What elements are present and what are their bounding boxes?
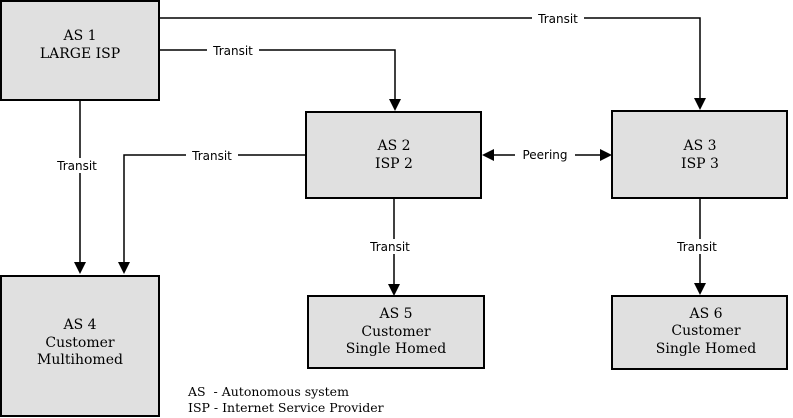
node-as5-line1: AS 5 <box>378 306 412 322</box>
node-as5-line2: Customer <box>361 324 431 340</box>
edge-as1-as3: Transit <box>160 11 706 110</box>
legend: AS - Autonomous system ISP - Internet Se… <box>187 384 384 415</box>
arrowhead-as2-top <box>389 99 401 111</box>
node-as5: AS 5 Customer Single Homed <box>307 295 485 369</box>
node-as2: AS 2 ISP 2 <box>305 111 482 199</box>
legend-as: AS - Autonomous system <box>187 384 349 399</box>
node-as4-line2: Customer <box>45 335 115 351</box>
edge-as1-as4: Transit <box>51 100 103 274</box>
node-as6-line2: Customer <box>671 323 741 339</box>
node-as1-line2: LARGE ISP <box>40 46 120 62</box>
edge-label-as2-as4: Transit <box>191 149 232 163</box>
node-as2-line2: ISP 2 <box>375 156 413 172</box>
node-as3: AS 3 ISP 3 <box>611 110 788 199</box>
edge-as1-as2: Transit <box>160 43 401 111</box>
edge-as2-as3: Peering <box>482 147 612 162</box>
arrowhead-as5-top <box>388 284 400 296</box>
node-as3-line1: AS 3 <box>682 138 716 154</box>
legend-isp: ISP - Internet Service Provider <box>188 400 384 415</box>
edge-label-as1-as2: Transit <box>212 44 253 58</box>
edge-label-as2-as3: Peering <box>522 148 567 162</box>
arrowhead-as4-left <box>74 262 86 274</box>
arrowhead-as3-top <box>694 98 706 110</box>
node-as5-line3: Single Homed <box>346 341 446 357</box>
node-as4-line3: Multihomed <box>37 352 123 368</box>
node-as4: AS 4 Customer Multihomed <box>0 275 160 417</box>
edge-label-as1-as3: Transit <box>537 12 578 26</box>
edge-as2-as4: Transit <box>118 148 306 274</box>
node-as2-line1: AS 2 <box>376 138 410 154</box>
edge-label-as2-as5: Transit <box>369 240 410 254</box>
node-as6-line3: Single Homed <box>656 341 756 357</box>
arrowhead-as3-left <box>600 149 612 161</box>
arrowhead-as2-right <box>482 149 494 161</box>
arrowhead-as6-top <box>694 283 706 295</box>
edge-as2-as5: Transit <box>364 198 416 296</box>
node-as6: AS 6 Customer Single Homed <box>611 295 788 370</box>
arrowhead-as4-right <box>118 262 130 274</box>
node-as1-line1: AS 1 <box>62 28 96 44</box>
edge-label-as1-as4: Transit <box>56 159 97 173</box>
node-as1: AS 1 LARGE ISP <box>0 0 160 101</box>
node-as3-line2: ISP 3 <box>681 156 719 172</box>
edge-label-as3-as6: Transit <box>676 240 717 254</box>
node-as6-line1: AS 6 <box>688 306 722 322</box>
node-as4-line1: AS 4 <box>62 317 96 333</box>
edge-as3-as6: Transit <box>671 198 723 295</box>
